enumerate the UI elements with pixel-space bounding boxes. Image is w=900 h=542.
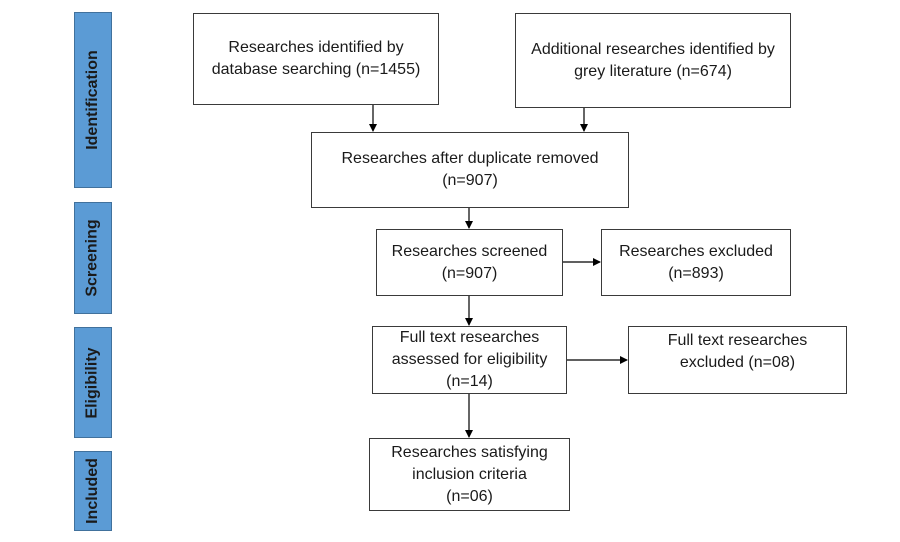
box-excluded: Researches excluded (n=893) bbox=[601, 229, 791, 296]
box-included: Researches satisfying inclusion criteria… bbox=[369, 438, 570, 511]
box-database-search: Researches identified by database search… bbox=[193, 13, 439, 105]
box-fulltext-line2: assessed for eligibility bbox=[391, 351, 548, 368]
box-fulltext-assessed: Full text researches assessed for eligib… bbox=[372, 326, 567, 394]
box-fulltext-line3: (n=14) bbox=[446, 373, 493, 390]
box-excluded-line2: (n=893) bbox=[668, 264, 724, 282]
box-duplicates-line1: Researches after duplicate removed bbox=[341, 150, 599, 167]
box-fulltext-line1: Full text researches bbox=[399, 329, 540, 346]
box-database-line1: Researches identified by bbox=[228, 39, 404, 56]
box-database-line2: database searching (n=1455) bbox=[211, 61, 421, 78]
box-included-line2: inclusion criteria bbox=[412, 465, 527, 483]
box-grey-line1: Additional researches identified by bbox=[531, 40, 775, 58]
box-screened-line2: (n=907) bbox=[441, 264, 498, 282]
box-fulltext-excluded: Full text researches excluded (n=08) bbox=[628, 326, 847, 394]
box-screened: Researches screened (n=907) bbox=[376, 229, 563, 296]
box-fulltext-excluded-line1: Full text researches bbox=[667, 332, 808, 349]
box-included-line1: Researches satisfying bbox=[391, 443, 548, 461]
box-included-line3: (n=06) bbox=[446, 487, 493, 505]
box-duplicates-line2: (n=907) bbox=[442, 172, 498, 189]
box-excluded-line1: Researches excluded bbox=[619, 242, 773, 260]
box-grey-line2: grey literature (n=674) bbox=[574, 62, 732, 80]
stage-included: Included bbox=[74, 451, 112, 531]
stage-eligibility: Eligibility bbox=[74, 327, 112, 438]
box-screened-line1: Researches screened bbox=[391, 242, 548, 260]
box-fulltext-excluded-line2: excluded (n=08) bbox=[679, 354, 796, 371]
box-grey-literature: Additional researches identified by grey… bbox=[515, 13, 791, 108]
stage-identification: Identification bbox=[74, 12, 112, 188]
stage-screening: Screening bbox=[74, 202, 112, 314]
box-duplicates-removed: Researches after duplicate removed (n=90… bbox=[311, 132, 629, 208]
